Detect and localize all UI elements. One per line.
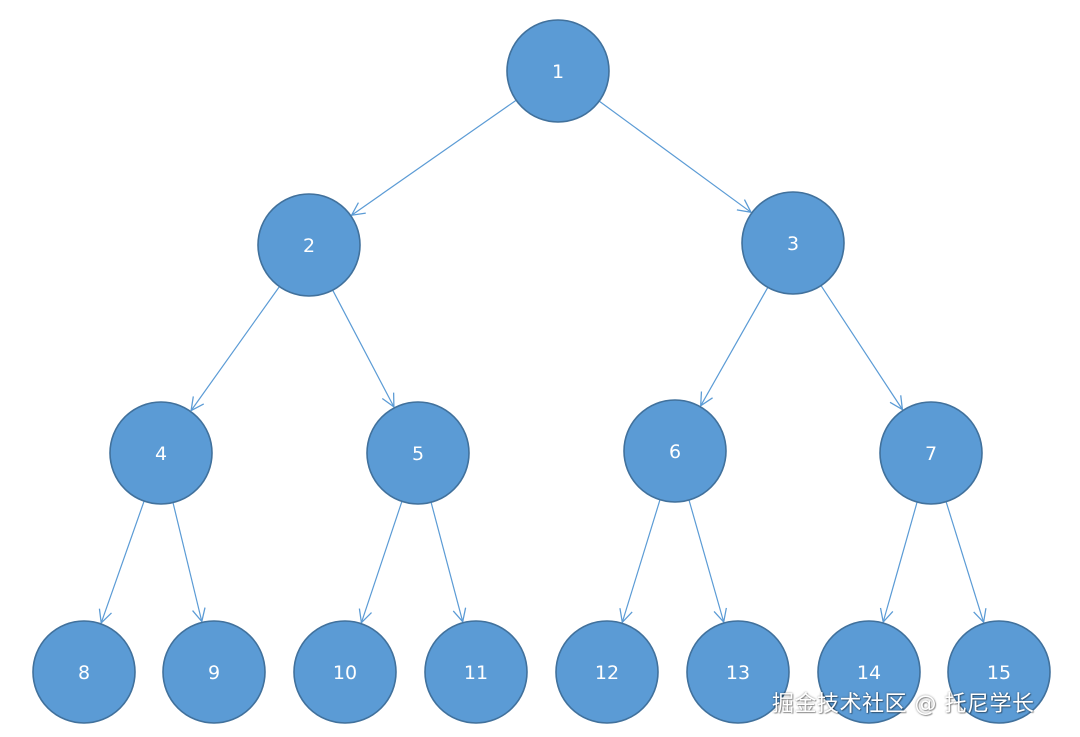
tree-node-2: 2 xyxy=(257,193,361,297)
edge-5-to-11 xyxy=(430,502,467,624)
tree-node-11: 11 xyxy=(424,620,528,724)
tree-node-3: 3 xyxy=(741,191,845,295)
tree-node-12: 12 xyxy=(555,620,659,724)
tree-node-15: 15 xyxy=(947,620,1051,724)
node-circle-12 xyxy=(555,620,659,724)
node-circle-9 xyxy=(162,620,266,724)
tree-node-14: 14 xyxy=(817,620,921,724)
edge-4-to-9 xyxy=(172,502,206,623)
node-circle-10 xyxy=(293,620,397,724)
node-label-4: 4 xyxy=(155,443,167,465)
node-label-6: 6 xyxy=(669,441,681,463)
node-label-5: 5 xyxy=(412,443,424,465)
node-label-15: 15 xyxy=(987,662,1011,684)
node-label-12: 12 xyxy=(595,662,619,684)
edge-7-to-14 xyxy=(879,501,918,624)
edge-4-to-8 xyxy=(98,500,145,625)
node-circle-6 xyxy=(623,399,727,503)
node-circle-14 xyxy=(817,620,921,724)
node-label-9: 9 xyxy=(208,662,220,684)
node-label-13: 13 xyxy=(726,662,750,684)
watermark-text: 掘金技术社区 @ 托尼学长 xyxy=(772,692,1035,717)
edge-5-to-10 xyxy=(358,501,403,625)
node-circle-5 xyxy=(366,401,470,505)
tree-node-13: 13 xyxy=(686,620,790,724)
tree-node-9: 9 xyxy=(162,620,266,724)
edge-2-to-4 xyxy=(190,286,280,412)
node-circle-11 xyxy=(424,620,528,724)
edge-1-to-3 xyxy=(598,100,753,214)
tree-node-1: 1 xyxy=(506,19,610,123)
node-circle-7 xyxy=(879,401,983,505)
node-circle-2 xyxy=(257,193,361,297)
tree-node-8: 8 xyxy=(32,620,136,724)
edge-7-to-15 xyxy=(945,501,987,624)
node-label-7: 7 xyxy=(925,443,937,465)
tree-node-5: 5 xyxy=(366,401,470,505)
node-label-1: 1 xyxy=(552,61,564,83)
node-label-11: 11 xyxy=(464,662,488,684)
edge-6-to-13 xyxy=(688,499,727,624)
edge-2-to-5 xyxy=(332,289,395,409)
node-circle-15 xyxy=(947,620,1051,724)
node-label-8: 8 xyxy=(78,662,90,684)
node-circle-13 xyxy=(686,620,790,724)
tree-node-10: 10 xyxy=(293,620,397,724)
edge-1-to-2 xyxy=(350,99,517,217)
node-label-2: 2 xyxy=(303,235,315,257)
node-label-3: 3 xyxy=(787,233,799,255)
node-circle-4 xyxy=(109,401,213,505)
tree-node-4: 4 xyxy=(109,401,213,505)
node-label-14: 14 xyxy=(857,662,881,684)
edges-layer xyxy=(98,99,987,625)
tree-node-6: 6 xyxy=(623,399,727,503)
edge-6-to-12 xyxy=(619,499,661,624)
node-label-10: 10 xyxy=(333,662,357,684)
node-circle-1 xyxy=(506,19,610,123)
edge-3-to-7 xyxy=(820,285,904,411)
edge-3-to-6 xyxy=(699,287,769,408)
node-circle-3 xyxy=(741,191,845,295)
tree-node-7: 7 xyxy=(879,401,983,505)
node-circle-8 xyxy=(32,620,136,724)
